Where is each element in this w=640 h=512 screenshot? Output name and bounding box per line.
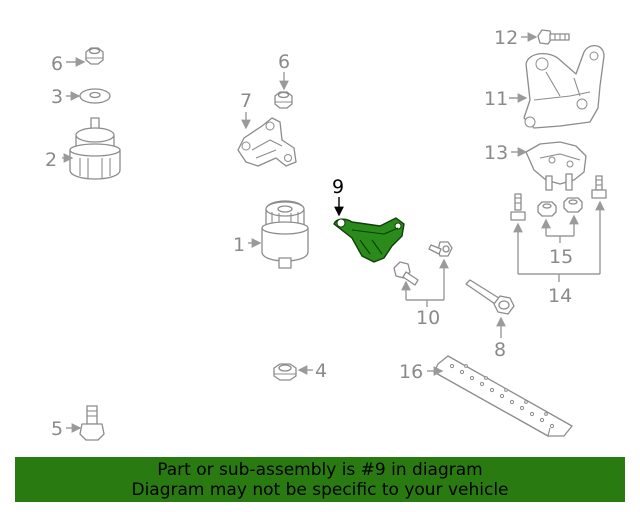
bolt-part-5[interactable] bbox=[79, 405, 105, 441]
bolt-part-10-b[interactable] bbox=[428, 241, 453, 257]
parts-diagram: 6 3 2 6 7 bbox=[45, 27, 607, 441]
info-banner: Part or sub-assembly is #9 in diagram Di… bbox=[15, 457, 625, 502]
bolt-part-14-right[interactable] bbox=[591, 175, 607, 199]
callout-2: 2 bbox=[45, 149, 57, 171]
bracket-part-11[interactable] bbox=[523, 45, 605, 129]
callout-7: 7 bbox=[240, 90, 252, 112]
plate-part-16[interactable] bbox=[433, 355, 573, 437]
bracket-part-7[interactable] bbox=[237, 117, 297, 167]
washer-part-3[interactable] bbox=[79, 88, 111, 104]
callout-6-center: 6 bbox=[278, 51, 290, 73]
banner-line-2: Diagram may not be specific to your vehi… bbox=[131, 480, 509, 500]
callout-14: 14 bbox=[548, 285, 572, 307]
nut-part-15-right[interactable] bbox=[563, 197, 583, 213]
banner-line-1: Part or sub-assembly is #9 in diagram bbox=[157, 460, 483, 480]
callout-15: 15 bbox=[549, 246, 573, 268]
callout-3: 3 bbox=[51, 86, 63, 108]
callout-9: 9 bbox=[332, 176, 344, 198]
engine-mount-part-1[interactable] bbox=[261, 200, 309, 269]
nut-part-4[interactable] bbox=[273, 363, 297, 381]
long-bolt-part-8[interactable] bbox=[465, 279, 515, 315]
callout-5: 5 bbox=[51, 418, 63, 440]
callout-12: 12 bbox=[494, 27, 518, 49]
callout-6-left: 6 bbox=[51, 53, 63, 75]
callout-4: 4 bbox=[315, 360, 327, 382]
nut-part-6-center[interactable] bbox=[274, 91, 293, 109]
bolt-part-10-a[interactable] bbox=[393, 261, 419, 286]
callout-1: 1 bbox=[233, 234, 245, 256]
bolt-part-12[interactable] bbox=[537, 29, 570, 45]
nut-part-6-left[interactable] bbox=[85, 47, 104, 65]
callout-8: 8 bbox=[494, 339, 506, 361]
callout-10: 10 bbox=[416, 307, 440, 329]
bracket-part-9-highlighted[interactable] bbox=[333, 217, 405, 263]
callout-11: 11 bbox=[484, 88, 508, 110]
bracket-part-13[interactable] bbox=[525, 141, 587, 191]
callout-16: 16 bbox=[399, 361, 423, 383]
engine-mount-part-2[interactable] bbox=[69, 117, 121, 180]
bolt-part-14-left[interactable] bbox=[510, 193, 526, 221]
callout-13: 13 bbox=[484, 142, 508, 164]
nut-part-15-left[interactable] bbox=[537, 201, 557, 217]
